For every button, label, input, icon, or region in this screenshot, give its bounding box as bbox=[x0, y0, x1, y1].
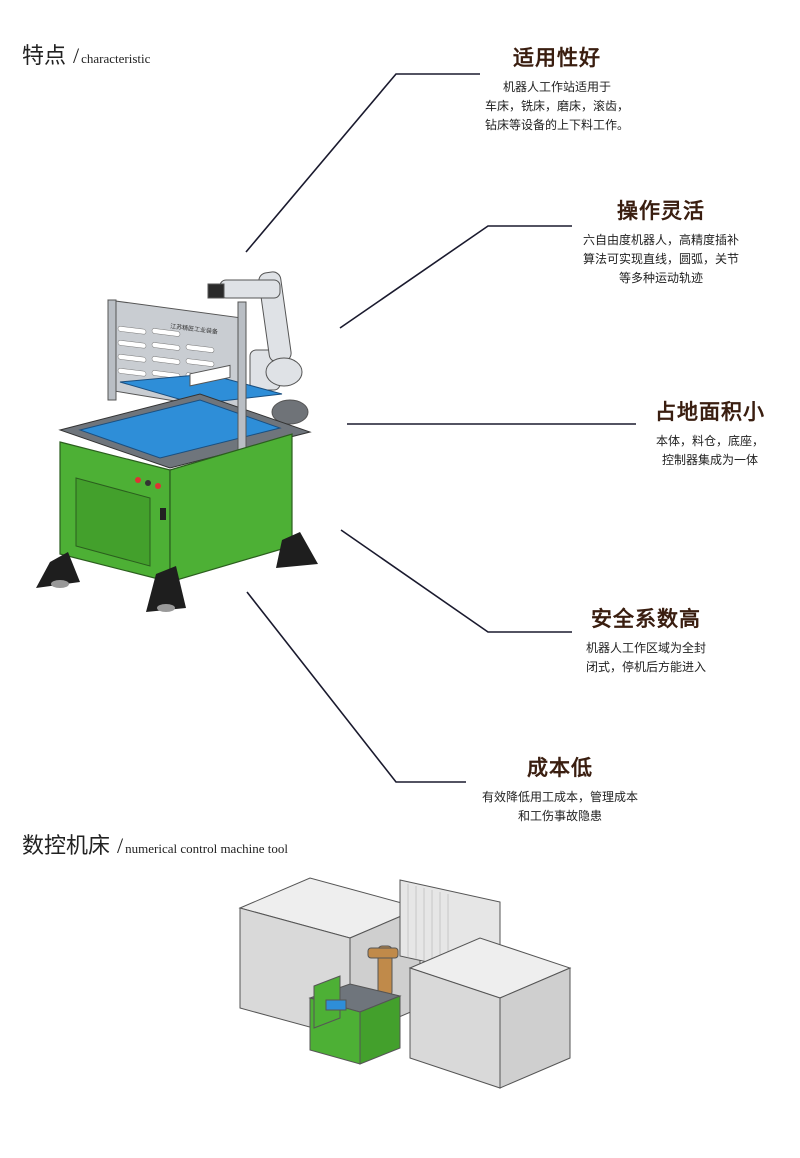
feature-description: 机器人工作站适用于 车床，铣床，磨床，滚齿， 钻床等设备的上下料工作。 bbox=[484, 80, 629, 132]
feature-high-safety: 安全系数高 机器人工作区域为全封 闭式，停机后方能进入 bbox=[556, 603, 736, 677]
section-title-characteristic: 特点 /characteristic bbox=[22, 38, 150, 70]
feature-title: 操作灵活 bbox=[617, 199, 705, 223]
feature-title: 占地面积小 bbox=[655, 400, 765, 424]
feature-title: 成本低 bbox=[527, 756, 593, 780]
connector-line-4 bbox=[340, 529, 572, 633]
section-title-cnc: 数控机床 /numerical control machine tool bbox=[22, 828, 288, 860]
robot-workstation-illustration: 江苏精匠工业装备 bbox=[36, 271, 318, 612]
feature-description: 本体，料仓，底座， 控制器集成为一体 bbox=[655, 434, 764, 467]
connector-line-2 bbox=[339, 225, 572, 329]
feature-title: 适用性好 bbox=[513, 46, 601, 70]
connector-line-1 bbox=[245, 73, 480, 253]
feature-description: 机器人工作区域为全封 闭式，停机后方能进入 bbox=[585, 641, 706, 674]
section-title-zh: 数控机床 bbox=[22, 834, 111, 859]
section-title-slash: / bbox=[73, 43, 80, 68]
connector-line-5 bbox=[246, 591, 466, 783]
section-title-zh: 特点 bbox=[22, 44, 67, 69]
feature-low-cost: 成本低 有效降低用工成本，管理成本 和工伤事故隐患 bbox=[460, 752, 660, 826]
feature-title: 安全系数高 bbox=[591, 607, 701, 631]
feature-description: 六自由度机器人，高精度插补 算法可实现直线，圆弧，关节 等多种运动轨迹 bbox=[582, 233, 739, 285]
section-title-en: numerical control machine tool bbox=[125, 841, 288, 856]
cnc-cell-illustration bbox=[238, 877, 572, 1089]
feature-flexible-operation: 操作灵活 六自由度机器人，高精度插补 算法可实现直线，圆弧，关节 等多种运动轨迹 bbox=[556, 195, 766, 288]
section-title-en: characteristic bbox=[81, 51, 151, 66]
section-title-slash: / bbox=[117, 833, 124, 858]
feature-applicability: 适用性好 机器人工作站适用于 车床，铣床，磨床，滚齿， 钻床等设备的上下料工作。 bbox=[462, 42, 652, 135]
feature-small-footprint: 占地面积小 本体，料仓，底座， 控制器集成为一体 bbox=[650, 396, 770, 470]
feature-description: 有效降低用工成本，管理成本 和工伤事故隐患 bbox=[481, 790, 638, 823]
